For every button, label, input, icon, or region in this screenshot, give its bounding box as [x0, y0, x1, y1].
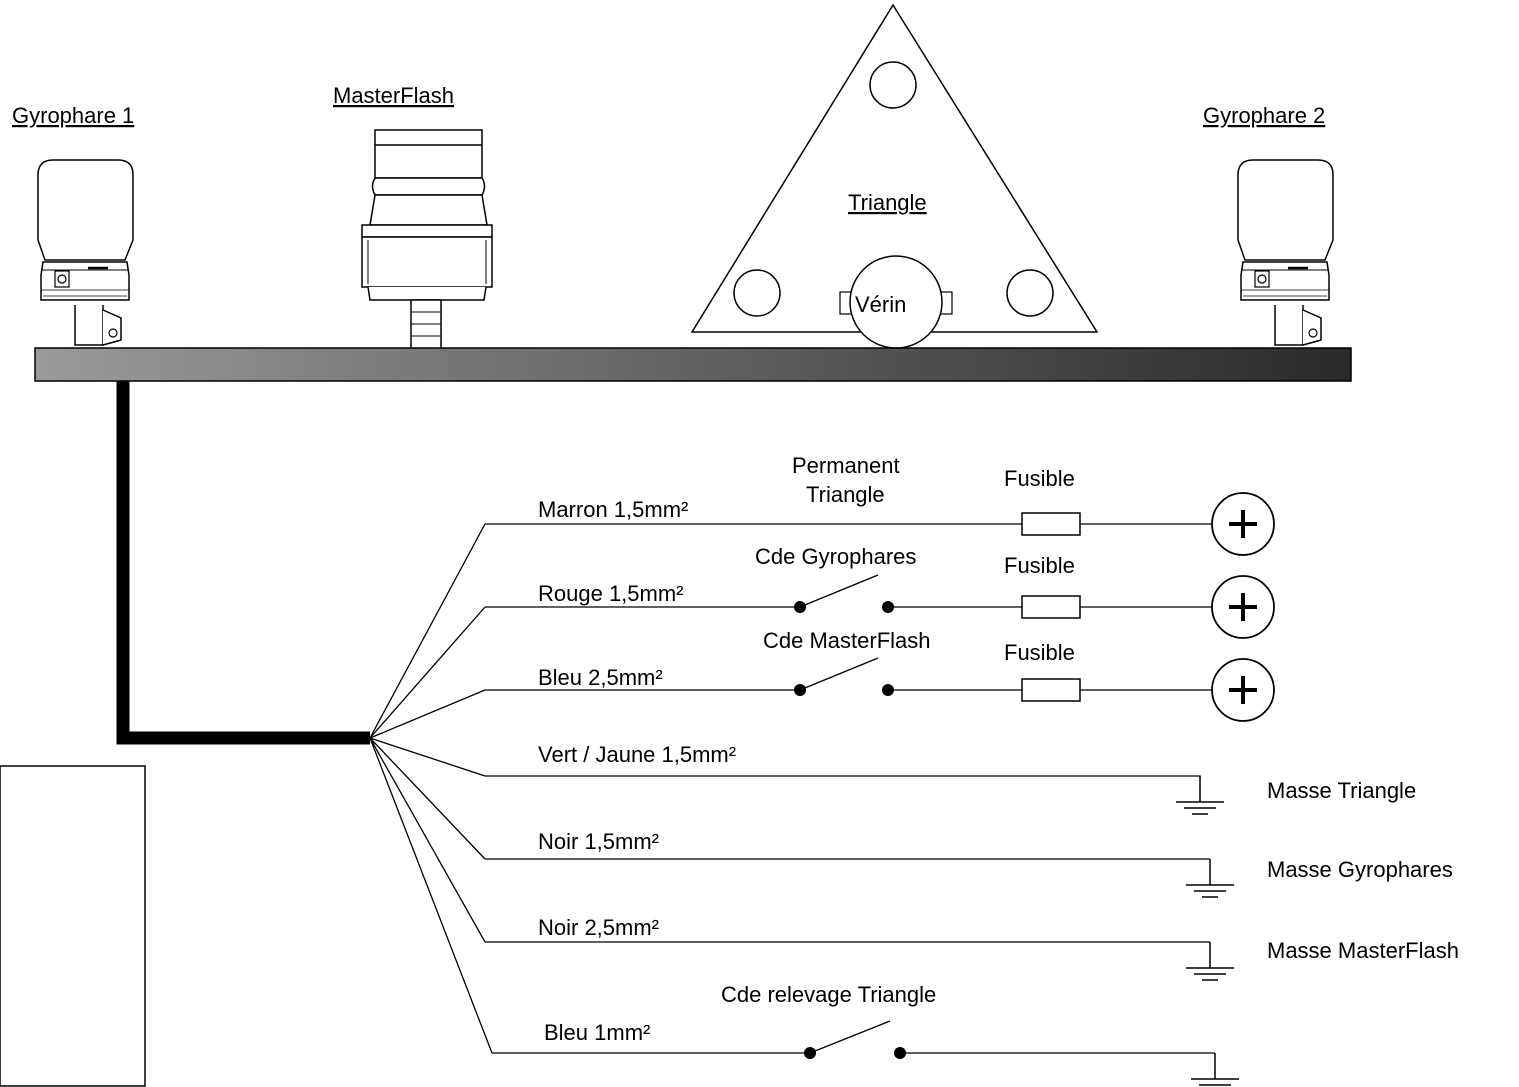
gyrophare-2-label: Gyrophare 2	[1203, 103, 1325, 128]
switch-masterflash-contact-b	[882, 684, 894, 696]
fuse-1-label: Fusible	[1004, 466, 1075, 491]
ground-symbol-1	[1175, 775, 1225, 815]
fuse-2	[1021, 595, 1081, 619]
plus-terminal-2	[1210, 574, 1276, 640]
gyrophare-1-label: Gyrophare 1	[12, 103, 134, 128]
ground-label-gyrophares: Masse Gyrophares	[1267, 857, 1453, 882]
wire-bleu-1	[492, 1020, 1215, 1054]
wire-vert-jaune	[485, 775, 1201, 778]
permanent-label-line1: Permanent	[792, 453, 900, 478]
wire-label-noir-2-5: Noir 2,5mm²	[538, 915, 659, 940]
plus-terminal-1	[1210, 491, 1276, 557]
triangle-label: Triangle	[848, 190, 927, 215]
ground-symbol-3	[1185, 941, 1235, 981]
ground-symbol-4	[1190, 1052, 1240, 1087]
wire-bleu-2-5	[485, 657, 1212, 691]
switch-gyrophares-contact-b	[882, 601, 894, 613]
wire-label-noir-1-5: Noir 1,5mm²	[538, 829, 659, 854]
connection-box	[0, 765, 146, 1087]
wire-label-bleu-2-5: Bleu 2,5mm²	[538, 665, 663, 690]
fuse-3	[1021, 678, 1081, 702]
switch-gyrophares-contact-a	[794, 601, 806, 613]
triangle-sign	[690, 3, 1099, 349]
switch-relevage-contact-b	[894, 1047, 906, 1059]
wire-rouge	[485, 574, 1212, 608]
ground-label-masterflash: Masse MasterFlash	[1267, 938, 1459, 963]
light-bar	[34, 347, 1352, 382]
switch-relevage-label: Cde relevage Triangle	[721, 982, 936, 1007]
ground-symbol-2	[1185, 858, 1235, 898]
switch-masterflash-contact-a	[794, 684, 806, 696]
plus-terminal-3	[1210, 657, 1276, 723]
wire-label-bleu-1: Bleu 1mm²	[544, 1020, 650, 1045]
permanent-label-line2: Triangle	[806, 482, 885, 507]
gyrophare-2	[1236, 158, 1335, 347]
switch-relevage-contact-a	[804, 1047, 816, 1059]
ground-label-triangle: Masse Triangle	[1267, 778, 1416, 803]
wire-label-marron: Marron 1,5mm²	[538, 497, 688, 522]
gyrophare-1	[36, 158, 135, 347]
verin-label: Vérin	[855, 292, 906, 317]
wire-fanout	[369, 523, 493, 1054]
fuse-1	[1021, 512, 1081, 536]
wire-label-rouge: Rouge 1,5mm²	[538, 581, 684, 606]
masterflash-light	[361, 129, 493, 351]
fuse-2-label: Fusible	[1004, 553, 1075, 578]
masterflash-label: MasterFlash	[333, 83, 454, 108]
switch-gyrophares-label: Cde Gyrophares	[755, 544, 916, 569]
fuse-3-label: Fusible	[1004, 640, 1075, 665]
wire-label-vert-jaune: Vert / Jaune 1,5mm²	[538, 742, 736, 767]
main-cable	[116, 381, 370, 745]
switch-masterflash-label: Cde MasterFlash	[763, 628, 931, 653]
